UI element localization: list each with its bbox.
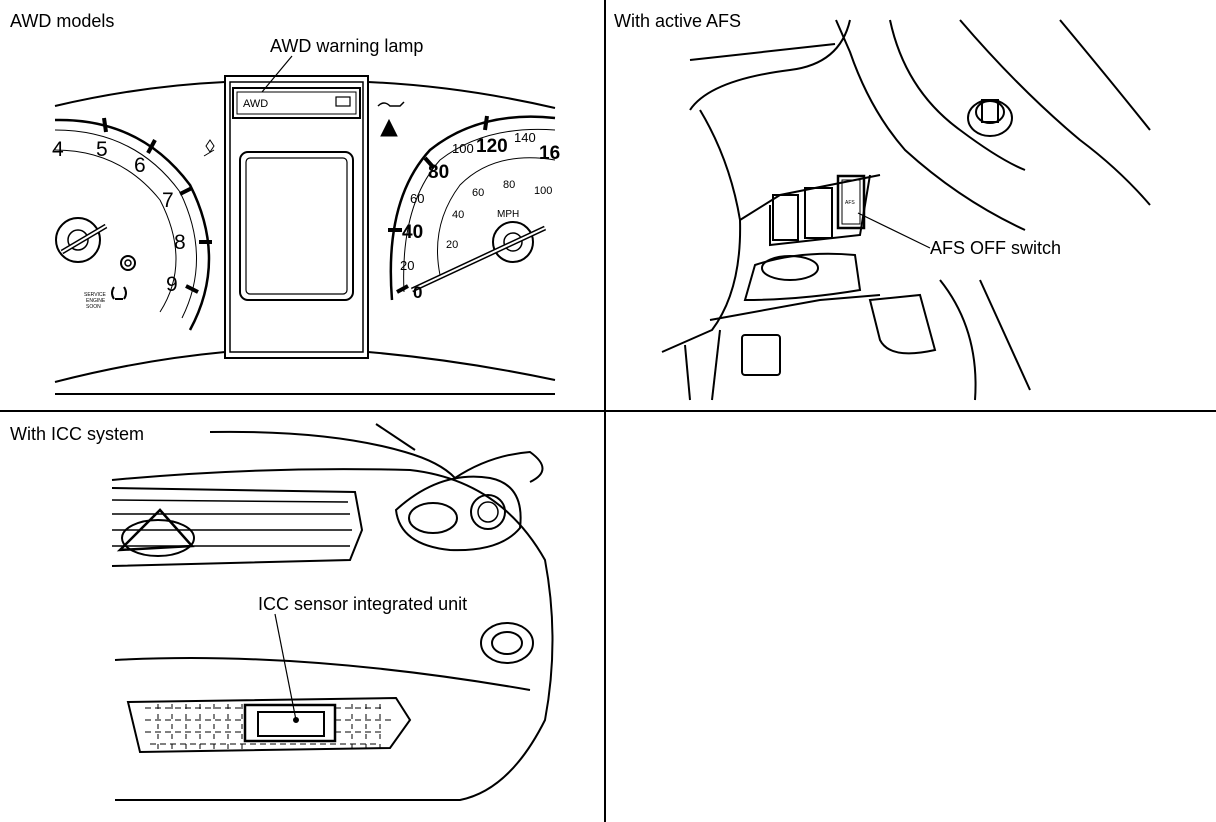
- afs-panel-title: With active AFS: [614, 11, 742, 31]
- afs-off-switch: [836, 174, 866, 230]
- afs-off-switch-label: AFS OFF switch: [930, 238, 1062, 258]
- multi-info-display: [239, 151, 354, 301]
- speed-number: 0: [413, 283, 422, 302]
- tach-number: 9: [166, 273, 178, 296]
- speed-number: 100: [452, 141, 474, 156]
- icc-panel-title: With ICC system: [10, 424, 145, 444]
- afs-switch-text: AFS: [845, 200, 855, 206]
- horizontal-divider: [0, 410, 1216, 412]
- awd-warning-lamp-label: AWD warning lamp: [270, 36, 424, 56]
- speed-number: 16: [539, 143, 560, 164]
- awd-lamp-text: AWD: [243, 98, 268, 110]
- tach-number: 4: [52, 138, 64, 161]
- speed-minor-number: 60: [472, 187, 484, 199]
- speed-number: 20: [400, 258, 414, 273]
- speed-minor-number: 20: [446, 239, 458, 251]
- speedometer-outer-arc: [389, 115, 556, 301]
- awd-lamp-box: [232, 87, 361, 119]
- tach-number: 8: [174, 231, 186, 254]
- speed-number: 80: [428, 162, 449, 183]
- svg-text:SERVICE: SERVICE: [84, 292, 107, 298]
- svg-text:SOON: SOON: [86, 304, 101, 310]
- svg-text:ENGINE: ENGINE: [86, 298, 106, 304]
- icc-callout-line: [274, 613, 297, 721]
- speed-number: 140: [514, 130, 536, 145]
- speed-number: 60: [410, 191, 424, 206]
- vehicle-front-illustration: [111, 423, 554, 801]
- speed-number: 120: [476, 136, 508, 157]
- awd-panel-title: AWD models: [10, 11, 115, 31]
- afs-callout-line: [857, 212, 931, 249]
- awd-callout-line: [261, 55, 293, 93]
- tach-number: 6: [134, 154, 146, 177]
- afs-dashboard-illustration: [661, 19, 1151, 401]
- speed-number: 40: [402, 222, 423, 243]
- speed-minor-number: 80: [503, 179, 515, 191]
- speed-minor-number: 40: [452, 209, 464, 221]
- tach-number: 7: [162, 189, 174, 212]
- icc-sensor-label: ICC sensor integrated unit: [258, 594, 468, 614]
- tach-number: 5: [96, 138, 108, 161]
- speedometer-scale: 0 20 40 60 80 100 120 140 16 20 40 60 80…: [400, 130, 560, 302]
- instrument-cluster-illustration: SERVICE ENGINE SOON: [54, 55, 556, 395]
- speed-minor-number: 100: [534, 185, 552, 197]
- speed-unit: MPH: [497, 209, 519, 220]
- tachometer-scale: 4 5 6 7 8 9: [52, 138, 186, 296]
